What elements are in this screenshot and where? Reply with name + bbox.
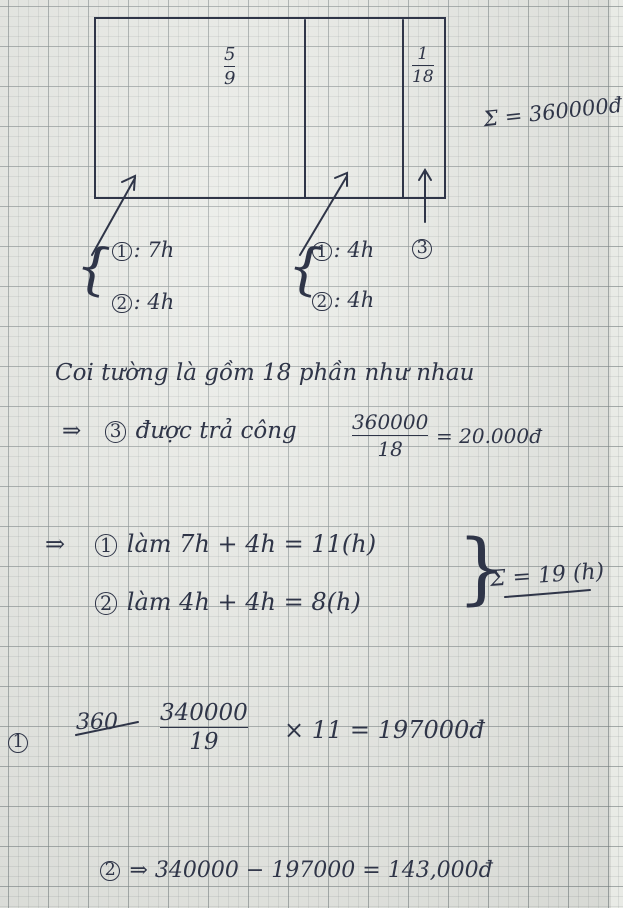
circle-number: 3 xyxy=(105,421,127,443)
line3-arrow: ⇒ xyxy=(45,530,66,558)
fraction-five-ninths: 5 9 xyxy=(224,44,236,89)
sum-underline xyxy=(504,589,591,598)
worker1-label-b: 1: 4h xyxy=(312,238,374,262)
calc2-text: ⇒ 340000 − 197000 = 143,000đ xyxy=(129,858,493,883)
fraction-one-eighteenth: 1 18 xyxy=(412,44,434,87)
circle-number: 2 xyxy=(95,592,118,615)
line3-text: làm 7h + 4h = 11(h) xyxy=(126,530,377,558)
worker2-label-a: 2: 4h xyxy=(112,290,174,314)
calc1-label: 1 xyxy=(8,730,30,755)
line2-arrow: ⇒ xyxy=(62,418,82,444)
line2-fraction: 360000 18 xyxy=(352,410,429,461)
circle-number: 1 xyxy=(312,241,332,262)
circle-number: 1 xyxy=(8,732,29,754)
worker2-hours-a: 4h xyxy=(147,290,175,314)
fraction-num: 360000 xyxy=(352,410,429,434)
arrow-1-head xyxy=(121,174,137,191)
fraction-num: 1 xyxy=(417,44,429,64)
circle-number: 1 xyxy=(95,534,118,557)
arrow-2 xyxy=(299,175,348,256)
line2-label: 3 được trả công xyxy=(105,418,297,444)
fraction-bar xyxy=(352,435,429,436)
circle-number: 1 xyxy=(112,241,132,262)
calc2: 2 ⇒ 340000 − 197000 = 143,000đ xyxy=(100,858,493,883)
fraction-den: 9 xyxy=(224,68,236,89)
fraction-den: 18 xyxy=(412,67,434,87)
fraction-den: 18 xyxy=(377,437,403,461)
circle-number: 2 xyxy=(112,293,132,314)
circle-number: 3 xyxy=(412,238,433,260)
worker1-label-a: 1: 7h xyxy=(112,238,174,262)
worker2-label-b: 2: 4h xyxy=(312,288,374,312)
fraction-bar xyxy=(160,727,248,728)
line3: 1 làm 7h + 4h = 11(h) xyxy=(95,530,376,558)
statement-line: Coi tường là gồm 18 phần như nhau xyxy=(55,360,475,386)
wall-rectangle xyxy=(94,17,446,199)
fraction-bar xyxy=(412,65,434,66)
line2-text: được trả công xyxy=(135,418,297,444)
calc1-struck: 360 xyxy=(76,710,118,735)
strike-line xyxy=(75,721,139,736)
fraction-num: 340000 xyxy=(160,700,248,726)
line4: 2 làm 4h + 4h = 8(h) xyxy=(95,588,361,616)
fraction-num: 5 xyxy=(224,44,236,65)
arrow-2-head xyxy=(334,171,348,187)
line4-text: làm 4h + 4h = 8(h) xyxy=(126,588,361,616)
worker2-hours-b: 4h xyxy=(347,288,375,312)
worker1-hours-a: 7h xyxy=(147,238,175,262)
circle-number: 2 xyxy=(100,860,121,882)
worker1-hours-b: 4h xyxy=(347,238,375,262)
arrow-3-head xyxy=(418,168,432,181)
sum-brace: } xyxy=(457,524,507,614)
calc1-fraction: 340000 19 xyxy=(160,700,248,755)
circle-number: 2 xyxy=(312,291,332,312)
fraction-den: 19 xyxy=(189,729,219,755)
line2-result: = 20.000đ xyxy=(436,424,542,448)
calc1-rest: × 11 = 197000đ xyxy=(284,716,485,744)
fraction-bar xyxy=(224,66,236,67)
arrow-1 xyxy=(91,177,136,256)
worker3-label: 3 xyxy=(412,236,434,261)
